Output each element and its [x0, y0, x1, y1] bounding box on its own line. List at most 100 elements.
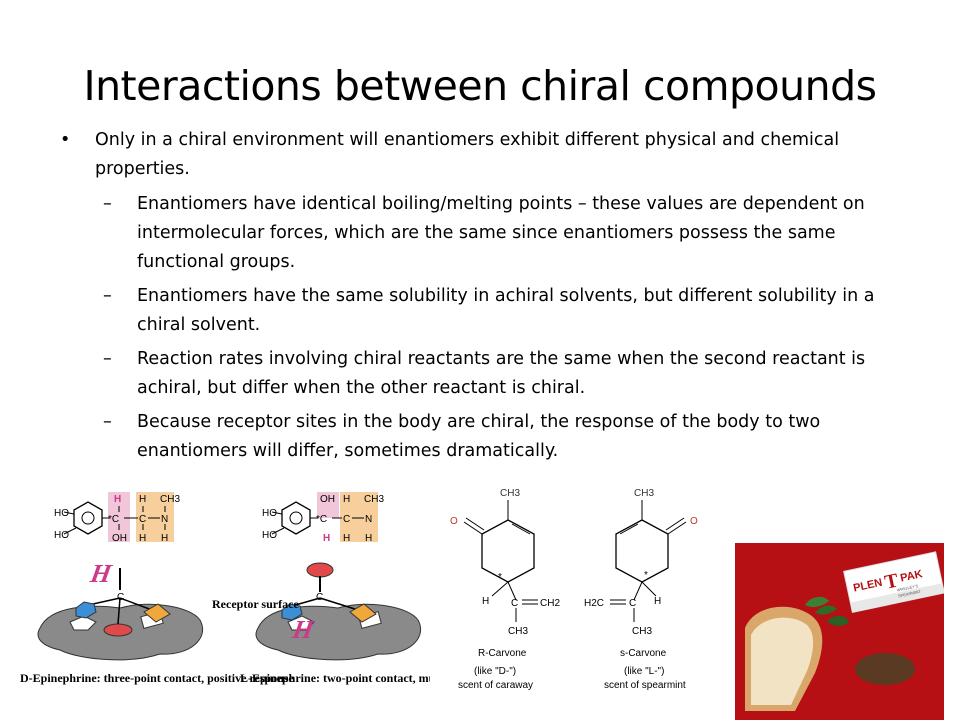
- blue-hexagon-group: [281, 603, 303, 621]
- atom-label: H: [654, 596, 661, 607]
- bullet-list: • Only in a chiral environment will enant…: [58, 126, 918, 471]
- gum-package-side: [850, 583, 944, 613]
- atom-label: H: [139, 494, 146, 505]
- stereo-star: *: [644, 570, 648, 581]
- gum-flavor: SPEARMINT: [897, 589, 921, 599]
- d-receptor-model: C H: [37, 559, 203, 661]
- cyclohexenone-ring: [615, 519, 669, 583]
- bullet-dot: •: [60, 130, 71, 150]
- atom-label: CH3: [508, 626, 528, 637]
- caraway-seeds-pile: [855, 653, 915, 685]
- stereo-star: *: [498, 572, 502, 583]
- atom-label: HO: [262, 530, 277, 541]
- gum-brand-pak: PAK: [899, 568, 923, 584]
- hydrogen-highlight: [108, 492, 130, 542]
- atom-label: HO: [54, 508, 69, 519]
- bond-line: [465, 517, 485, 531]
- bond-line: [119, 597, 153, 611]
- photo-illustration: PLEN T PAK WRIGLEY'S SPEARMINT: [745, 551, 944, 711]
- l-epinephrine-structure: HO HO OH *C H H C H CH3 N H: [262, 492, 384, 544]
- d-epinephrine-structure: HO HO H *C OH H C H CH3 N H: [54, 492, 180, 544]
- atom-label: HO: [54, 530, 69, 541]
- atom-label: C: [117, 592, 124, 603]
- sub-bullet-2: – Enantiomers have the same solubility in…: [58, 282, 918, 340]
- double-bond: [619, 523, 639, 535]
- methylamine-highlight: [136, 492, 174, 542]
- sub-bullet-dash: –: [103, 349, 112, 369]
- bond-line: [463, 521, 483, 535]
- sub-bullet-1: – Enantiomers have identical boiling/melt…: [58, 190, 918, 277]
- slide-title: Interactions between chiral compounds: [83, 62, 877, 110]
- sub-bullet-text: Enantiomers have identical boiling/melti…: [137, 194, 865, 272]
- mint-leaf: [827, 615, 849, 626]
- sub-bullet-dash: –: [103, 194, 112, 214]
- atom-label: *C: [316, 514, 327, 525]
- atom-label: H: [114, 494, 121, 505]
- receptor-label-text: Receptor surface: [212, 597, 299, 611]
- sub-bullet-3: –Reaction rates involving chiral reactan…: [58, 345, 918, 403]
- receptor-surface: [255, 603, 421, 661]
- atom-label: CH3: [634, 488, 654, 499]
- bond-line: [319, 597, 359, 611]
- bond-line: [633, 581, 643, 601]
- atom-label: N: [161, 514, 168, 525]
- atom-label: C: [316, 592, 323, 603]
- sub-bullet-text: Because receptor sites in the body are c…: [137, 412, 821, 461]
- bond-line: [291, 597, 321, 607]
- bullet-main-text: Only in a chiral environment will enanti…: [95, 130, 840, 179]
- bond-line: [665, 517, 685, 531]
- methylamine-highlight: [340, 492, 378, 542]
- benzene-ring: [73, 501, 103, 535]
- atom-label: C: [139, 514, 146, 525]
- sub-bullet-dash: –: [103, 412, 112, 432]
- atom-label: C: [511, 598, 518, 609]
- r-carvone-like: (like "D-"): [474, 666, 516, 677]
- bread-slice: [751, 617, 814, 705]
- l-receptor-model: C H: [255, 562, 421, 661]
- gum-brand-plen: PLEN: [852, 577, 883, 595]
- s-carvone-like: (like "L-"): [624, 666, 664, 677]
- s-carvone-name: s-Carvone: [620, 648, 667, 659]
- caraway-spearmint-photo: PLEN T PAK WRIGLEY'S SPEARMINT: [735, 543, 944, 720]
- sub-bullet-dash: –: [103, 286, 112, 306]
- bond-line: [667, 521, 687, 535]
- atom-label: HO: [262, 508, 277, 519]
- hydrogen-atom-h: H: [87, 559, 115, 588]
- bond-line: [491, 581, 509, 597]
- orange-square-group: [143, 603, 171, 623]
- atom-label: H: [343, 533, 350, 544]
- atom-label: H: [343, 494, 350, 505]
- sub-bullet-4: – Because receptor sites in the body are …: [58, 408, 918, 466]
- red-ball-unbound: [306, 562, 334, 578]
- atom-label: H: [323, 533, 330, 544]
- atom-label: OH: [112, 533, 127, 544]
- atom-label: H2C: [584, 598, 604, 609]
- atom-label: H: [161, 533, 168, 544]
- atom-label: CH3: [160, 494, 180, 505]
- d-epinephrine-caption: D-Epinephrine: three-point contact, posi…: [20, 671, 295, 685]
- red-binding-ball: [103, 623, 133, 637]
- atom-label: H: [365, 533, 372, 544]
- gum-brand-t: T: [883, 569, 901, 593]
- cyclohexenone-ring: [481, 519, 535, 583]
- bond-line: [63, 511, 75, 515]
- bond-line: [641, 581, 657, 597]
- bond-line: [271, 511, 283, 515]
- atom-label: CH3: [364, 494, 384, 505]
- atom-label: C: [629, 598, 636, 609]
- bullet-main: • Only in a chiral environment will enant…: [58, 126, 918, 184]
- epinephrine-receptor-figure: HO HO H *C OH H C H CH3 N H HO HO OH *C …: [20, 492, 430, 685]
- atom-label: O: [450, 516, 458, 527]
- r-carvone-scent: scent of caraway: [458, 680, 533, 691]
- double-bond: [511, 523, 531, 535]
- gum-package: PLEN T PAK WRIGLEY'S SPEARMINT: [843, 551, 944, 614]
- r-carvone-structure: CH3 O * H C CH2 CH3 R-Carvone (like "D-"…: [450, 488, 560, 691]
- sub-bullet-text: Enantiomers have the same solubility in …: [137, 286, 875, 335]
- bond-line: [507, 581, 517, 601]
- aromatic-circle: [81, 511, 95, 525]
- atom-label: C: [343, 514, 350, 525]
- atom-label: *C: [108, 514, 119, 525]
- s-carvone-scent: scent of spearmint: [604, 680, 686, 691]
- mint-leaf: [815, 605, 837, 615]
- binding-site: [287, 615, 315, 631]
